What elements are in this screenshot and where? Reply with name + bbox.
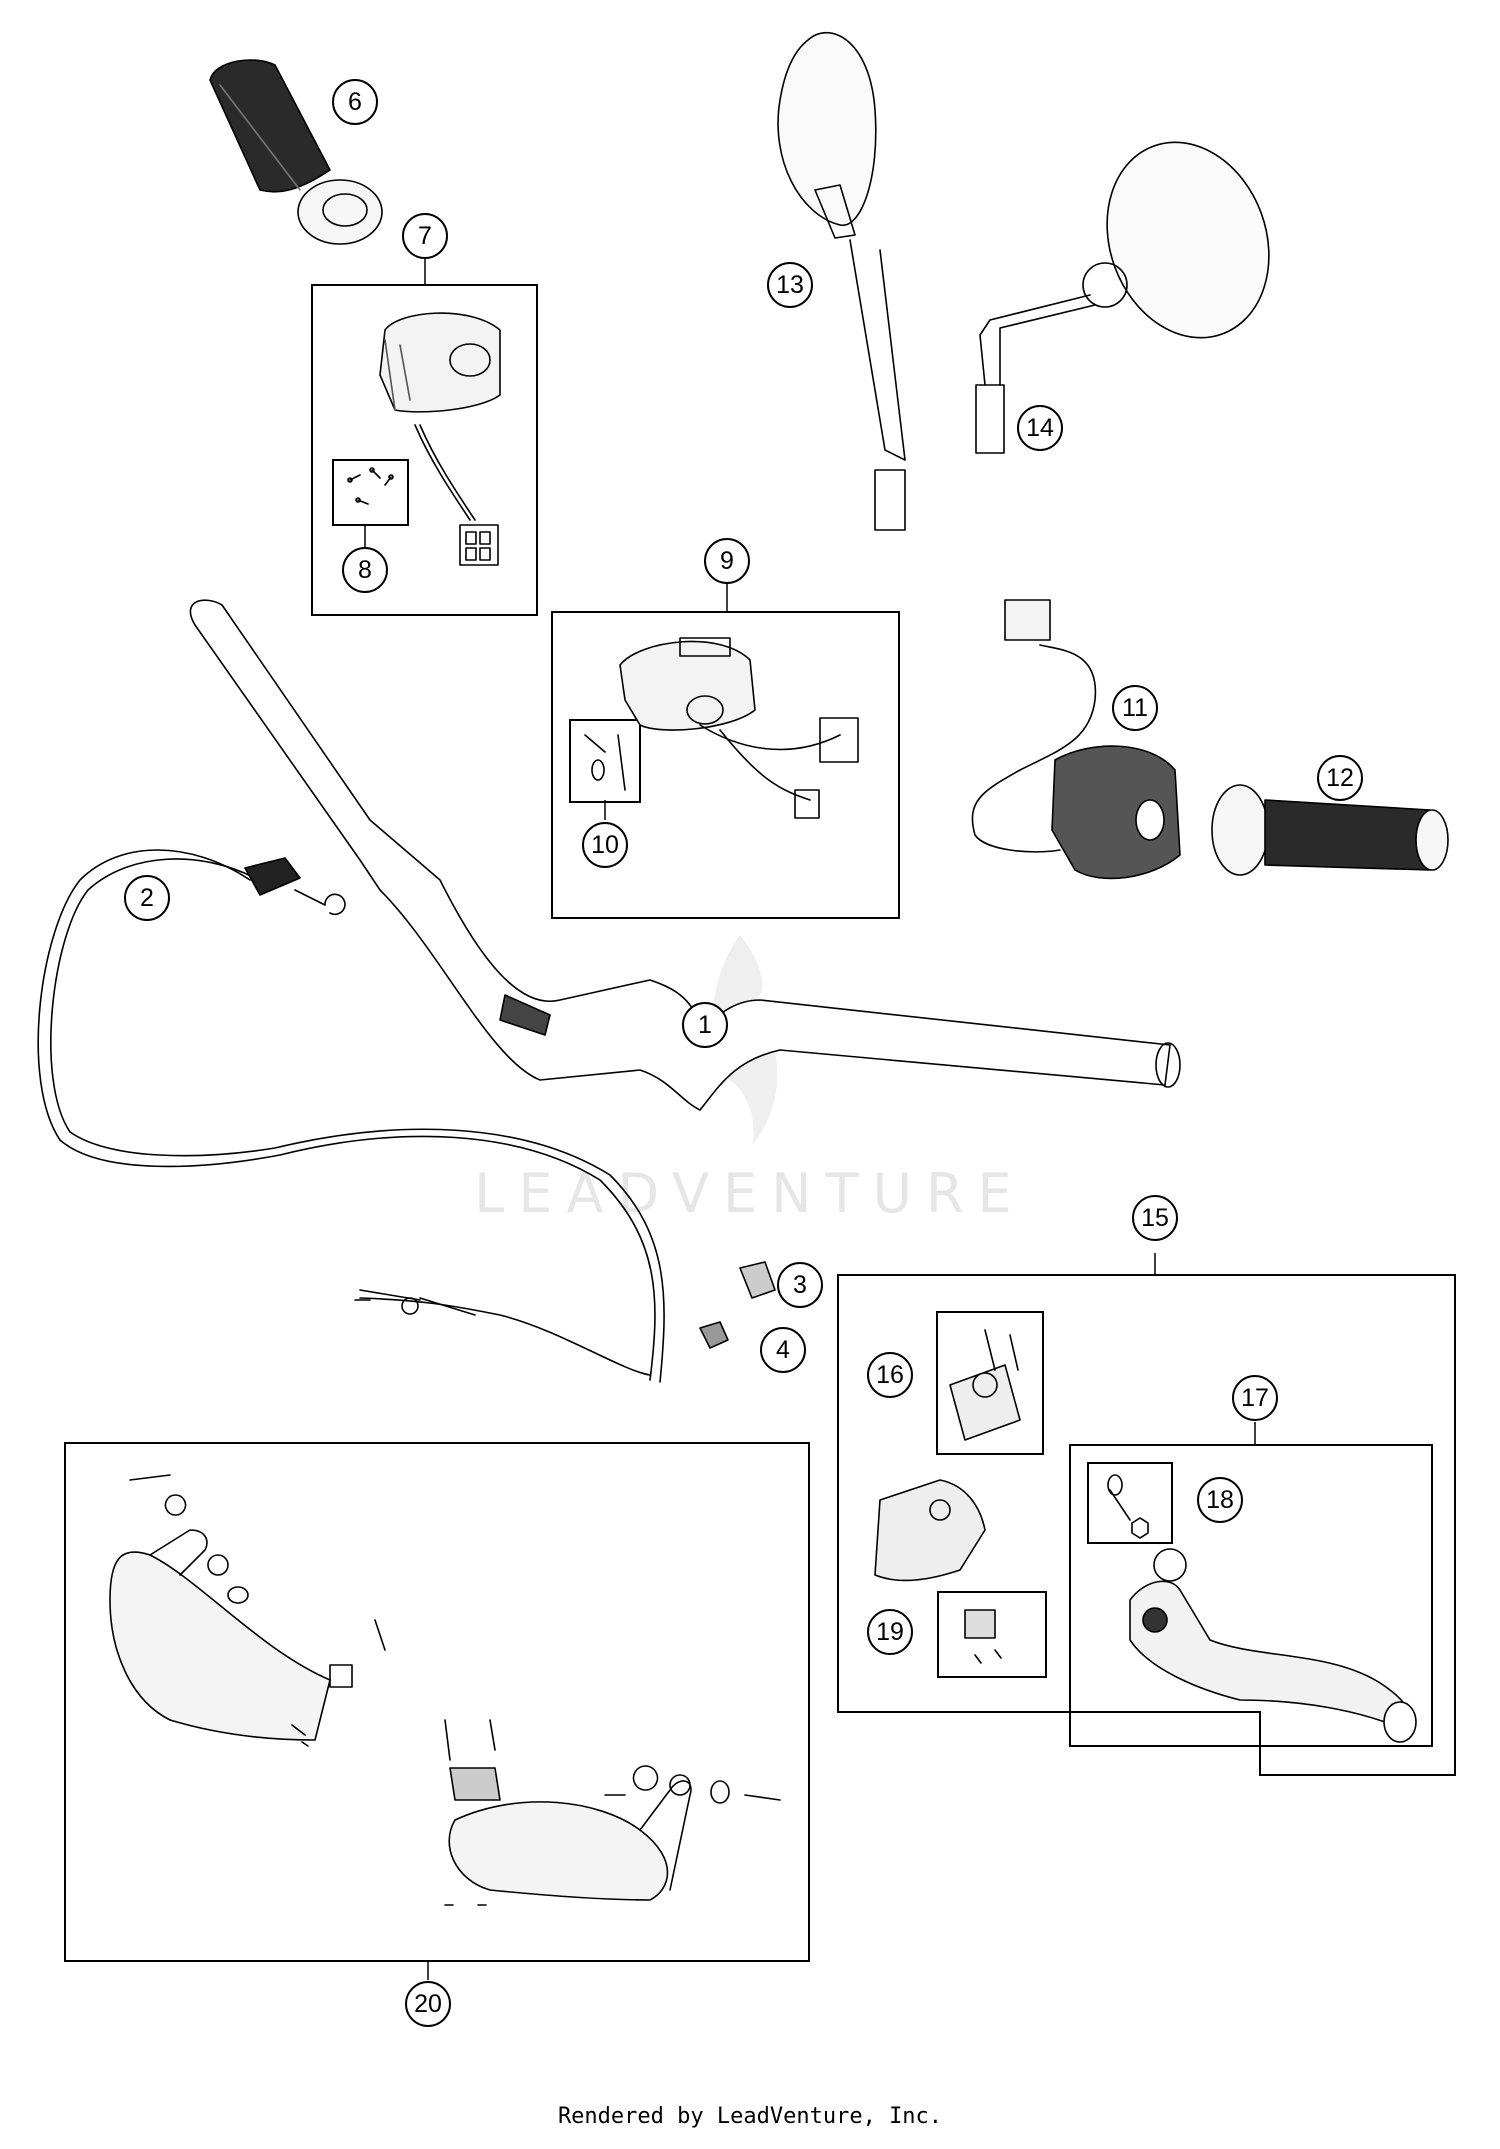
callout-circle-15 [1132,1195,1178,1241]
screw-set-part [347,467,394,505]
right-mirror-part [975,141,1270,454]
callout-circle-8 [342,547,388,593]
callout-label: 20 [414,1990,442,2018]
box-item-15 [837,1274,1456,1776]
box-item-10 [569,719,641,803]
callout-circle-14 [1017,405,1063,451]
callout-label: 7 [418,222,432,250]
callout-circle-2 [124,875,170,921]
box-item-20 [64,1442,810,1962]
box-item-9 [551,611,900,919]
clip-part [739,1261,776,1299]
nut-part [699,1321,729,1349]
callout-label: 12 [1326,764,1354,792]
callout-circle-4 [760,1327,806,1373]
watermark: LEADVENTURE [474,935,1025,1225]
callout-circle-6 [332,79,378,125]
callout-label: 17 [1241,1384,1269,1412]
callout-circle-19 [867,1609,913,1655]
brake-switch-part [964,1609,1002,1664]
callout-circle-16 [867,1352,913,1398]
callout-circle-12 [1317,755,1363,801]
callout-circle-9 [704,538,750,584]
box-item-16 [936,1311,1044,1455]
callout-label: 15 [1141,1204,1169,1232]
callout-circle-18 [1197,1477,1243,1523]
callout-circle-11 [1112,685,1158,731]
left-mirror-part [777,31,906,531]
callout-label: 18 [1206,1486,1234,1514]
callout-circle-10 [582,822,628,868]
callout-label: 16 [876,1361,904,1389]
callout-circle-17 [1232,1375,1278,1421]
callout-label: 2 [140,884,154,912]
callout-label: 19 [876,1618,904,1646]
callout-circle-13 [767,262,813,308]
callout-label: 3 [793,1271,807,1299]
lever-holder-part [874,1479,986,1582]
callout-label: 6 [348,88,362,116]
callout-circle-7 [402,213,448,259]
callout-label: 11 [1122,694,1148,722]
hand-guard-left-part [109,1474,386,1747]
clamp-bracket-part [949,1329,1021,1441]
left-switch-part [379,312,501,566]
right-grip-part [1211,784,1449,876]
hand-guard-right-part [444,1719,781,1906]
callout-label: 8 [358,556,372,584]
callout-label: 9 [720,547,734,575]
left-grip-part [209,59,383,245]
callout-label: 13 [776,271,804,299]
callout-label: 10 [591,831,619,859]
box-item-18 [1087,1462,1173,1544]
box-item-19 [937,1591,1047,1678]
screw-pair-part [584,734,626,791]
watermark-text: LEADVENTURE [474,1162,1025,1225]
callout-label: 4 [776,1336,790,1364]
adjuster-part [1107,1474,1149,1539]
callout-circle-20 [405,1981,451,2027]
throttle-cable-part [37,849,665,1383]
switch-unit-part [619,637,859,819]
callout-label: 1 [698,1011,712,1039]
clutch-lever-part [1129,1548,1417,1743]
callout-circle-1 [682,1002,728,1048]
handlebar-part [189,599,1181,1111]
footer-credit: Rendered by LeadVenture, Inc. [557,2104,943,2129]
callout-circle-3 [777,1262,823,1308]
right-switch-part [971,599,1181,880]
box-item-17 [1069,1444,1433,1747]
callout-label: 14 [1026,414,1054,442]
box-item-8 [332,459,409,526]
